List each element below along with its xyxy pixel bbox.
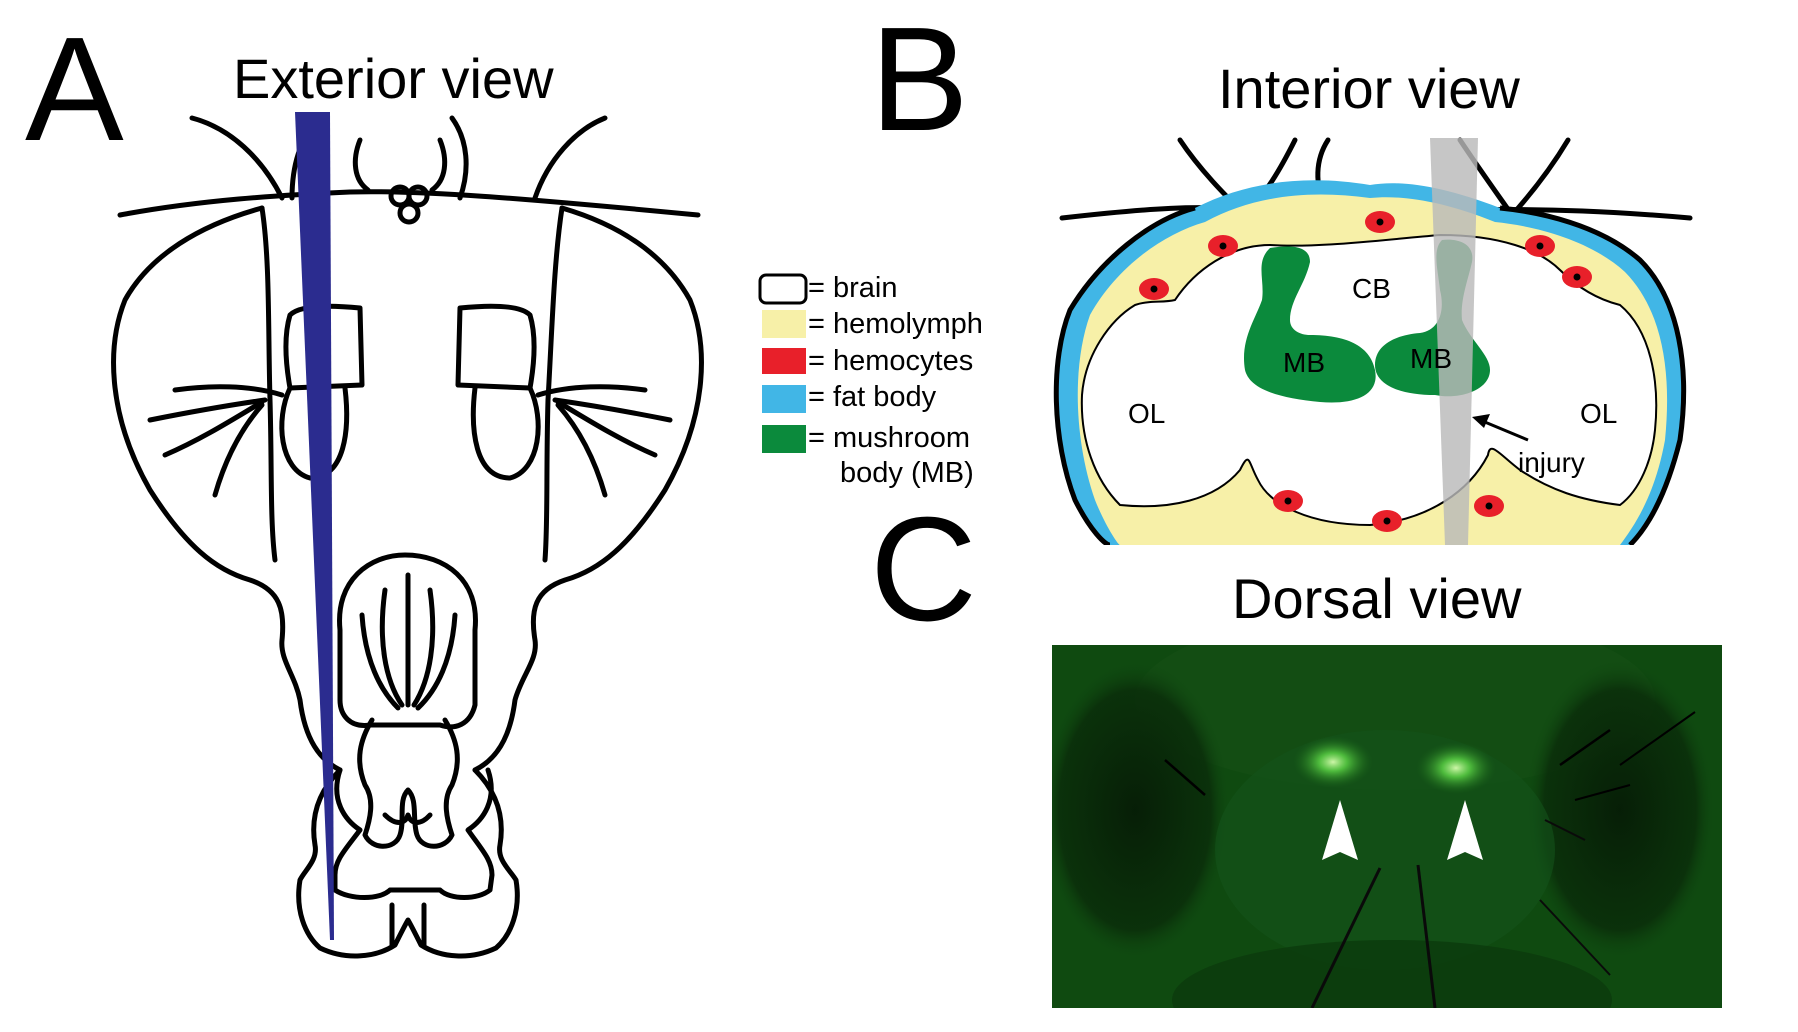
label-mb-right: MB bbox=[1410, 343, 1452, 374]
label-injury: injury bbox=[1518, 447, 1585, 478]
legend-swatch-mushroom-body bbox=[762, 425, 806, 453]
mushroom-body-left bbox=[1243, 246, 1376, 403]
panel-b-title: Interior view bbox=[1218, 57, 1520, 120]
injury-arrow-icon bbox=[1472, 414, 1529, 442]
mb-fluorescence-right bbox=[1416, 742, 1496, 794]
legend-item-hemocytes: = hemocytes bbox=[762, 345, 973, 377]
label-cb: CB bbox=[1352, 273, 1391, 304]
panel-b: B Interior view bbox=[870, 0, 1693, 545]
mb-fluorescence-left bbox=[1293, 736, 1373, 788]
needle-icon bbox=[295, 112, 334, 940]
dorsal-micrograph bbox=[1052, 645, 1722, 1008]
legend-label-mushroom-body: = mushroom bbox=[808, 422, 970, 454]
legend-swatch-fat-body bbox=[762, 385, 806, 413]
legend: = brain = hemolymph = hemocytes = fat bo… bbox=[758, 272, 983, 489]
right-eye-lobe bbox=[1525, 660, 1715, 960]
legend-swatch-brain bbox=[758, 273, 808, 305]
legend-label-mushroom-body-line2: body (MB) bbox=[840, 457, 974, 489]
hemocytes bbox=[1139, 211, 1592, 532]
injury-track bbox=[1430, 138, 1478, 545]
legend-label-brain: = brain bbox=[808, 272, 897, 304]
label-ol-left: OL bbox=[1128, 398, 1165, 429]
panel-a-title: Exterior view bbox=[233, 47, 554, 110]
legend-item-brain: = brain bbox=[758, 272, 897, 305]
panel-b-letter: B bbox=[870, 0, 969, 162]
panel-a-letter: A bbox=[25, 7, 124, 172]
panel-c-title: Dorsal view bbox=[1232, 567, 1522, 630]
ocelli-icon bbox=[388, 184, 430, 225]
legend-item-hemolymph: = hemolymph bbox=[762, 308, 983, 340]
legend-label-fat-body: = fat body bbox=[808, 381, 937, 413]
legend-label-hemocytes: = hemocytes bbox=[808, 345, 973, 377]
left-eye-lobe bbox=[1052, 660, 1230, 960]
interior-head-diagram bbox=[1053, 137, 1693, 545]
panel-c: C Dorsal view bbox=[870, 487, 1722, 1008]
arrowhead-right-icon bbox=[1447, 800, 1483, 860]
legend-swatch-hemocytes bbox=[762, 348, 806, 374]
legend-item-mushroom-body: = mushroom body (MB) bbox=[762, 422, 974, 489]
label-ol-right: OL bbox=[1580, 398, 1617, 429]
exterior-head-diagram bbox=[111, 115, 704, 959]
legend-label-hemolymph: = hemolymph bbox=[808, 308, 983, 340]
panel-c-letter: C bbox=[870, 487, 977, 652]
arrowhead-left-icon bbox=[1322, 800, 1358, 860]
panel-a: A Exterior view bbox=[25, 7, 704, 959]
legend-item-fat-body: = fat body bbox=[762, 381, 937, 413]
legend-swatch-hemolymph bbox=[762, 310, 806, 338]
label-mb-left: MB bbox=[1283, 347, 1325, 378]
